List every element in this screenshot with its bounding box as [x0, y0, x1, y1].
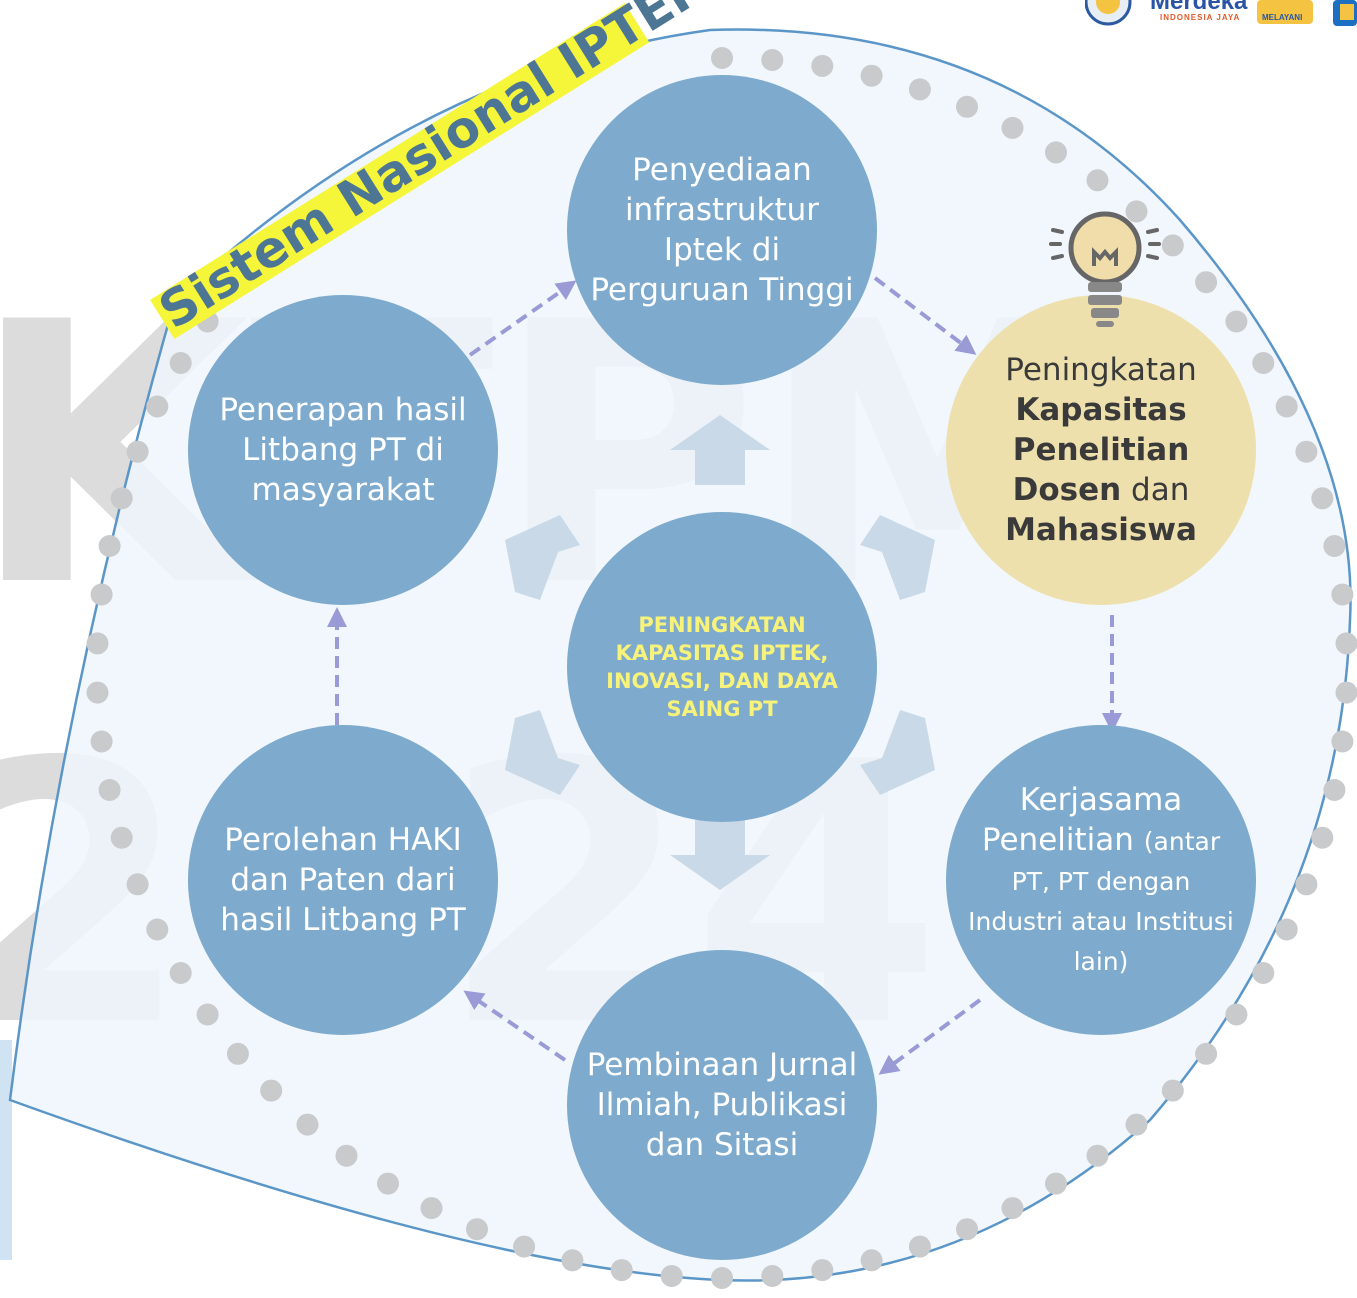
ring-dot [561, 1249, 584, 1272]
ring-dot [610, 1259, 633, 1282]
ring-dot [1125, 200, 1148, 223]
logo-strip [1085, 0, 1357, 26]
research-capacity-bold2: Mahasiswa [1005, 512, 1197, 548]
research-capacity-pre: Peningkatan [1005, 352, 1197, 388]
ring-dot [98, 779, 121, 801]
ring-dot [860, 64, 883, 87]
ring-dot [1001, 116, 1024, 139]
ring-dot [377, 1172, 399, 1195]
ring-dot [98, 535, 121, 557]
ring-dot [86, 632, 109, 655]
node-ip-patent-label: Perolehan HAKI dan Paten dari hasil Litb… [220, 822, 466, 938]
ring-dot [1045, 141, 1067, 164]
flow-arrows [327, 276, 1122, 1075]
ring-dot [1275, 395, 1298, 418]
dotted-ring [86, 47, 1357, 1289]
ring-dot [86, 681, 109, 704]
ring-dot [660, 1265, 683, 1287]
ring-dot [1311, 487, 1334, 510]
ring-dot [226, 1042, 249, 1065]
ring-dot [1323, 535, 1346, 557]
ring-dot [126, 440, 149, 463]
node-journal: Pembinaan Jurnal Ilmiah, Publikasi dan S… [567, 950, 877, 1260]
ring-dot [1252, 962, 1275, 984]
node-infrastructure-label: Penyediaan infrastruktur Iptek di Pergur… [590, 152, 854, 308]
ring-dot [860, 1249, 883, 1272]
ring-dot [1295, 873, 1318, 896]
ring-dot [761, 49, 784, 71]
ring-dot [1195, 1042, 1218, 1065]
lightbulb-icon [1049, 211, 1161, 327]
ring-dot [1252, 352, 1275, 374]
ring-dot [1331, 583, 1354, 606]
logo-melayani-sub: MELAYANI [1262, 13, 1303, 22]
logo-badge-2 [1257, 0, 1313, 24]
left-edge-bar [0, 1040, 12, 1260]
ring-dot [1045, 1172, 1067, 1195]
ring-dot [169, 962, 192, 984]
title-band: Sistem Nasional IPTEK [149, 0, 717, 340]
ring-dot [1335, 632, 1357, 655]
ring-dot [335, 1144, 358, 1167]
ring-dot [908, 1235, 931, 1258]
node-application: Penerapan hasil Litbang PT di masyarakat [188, 295, 498, 605]
center-arrows [505, 415, 935, 890]
ring-dot [260, 1079, 283, 1102]
ring-dot [90, 583, 113, 606]
node-research-capacity: Peningkatan Kapasitas Penelitian Dosen d… [946, 295, 1256, 605]
ring-dot [761, 1265, 784, 1287]
ring-dot [90, 730, 113, 753]
research-capacity-mid: dan [1131, 472, 1190, 508]
logo-merdeka: Merdeka [1150, 0, 1248, 15]
ring-dot [956, 95, 978, 118]
node-journal-label: Pembinaan Jurnal Ilmiah, Publikasi dan S… [586, 1047, 858, 1163]
ring-dot [196, 1003, 219, 1026]
node-center: PENINGKATAN KAPASITAS IPTEK, INOVASI, DA… [567, 512, 877, 822]
ring-dot [1225, 1003, 1248, 1026]
ring-dot [110, 826, 133, 849]
ring-dot [1195, 271, 1218, 294]
ring-dot [296, 1113, 319, 1136]
ring-dot [711, 47, 733, 69]
ring-dot [169, 352, 192, 374]
node-research-cooperation-label: Kerjasama Penelitian (antar PT, PT denga… [946, 780, 1256, 980]
node-infrastructure: Penyediaan infrastruktur Iptek di Pergur… [567, 75, 877, 385]
ring-dot [146, 918, 169, 941]
node-research-capacity-label: Peningkatan Kapasitas Penelitian Dosen d… [946, 350, 1256, 550]
ring-dot [1311, 826, 1334, 849]
node-research-cooperation: Kerjasama Penelitian (antar PT, PT denga… [946, 725, 1256, 1035]
ring-dot [1086, 169, 1109, 192]
ring-dot [1125, 1113, 1148, 1136]
ring-dot [1331, 730, 1354, 753]
ring-dot [811, 54, 834, 77]
ring-dot [956, 1218, 978, 1241]
logo-merdeka-sub: INDONESIA JAYA [1160, 13, 1241, 22]
research-capacity-bold: Kapasitas Penelitian Dosen [1012, 392, 1190, 508]
ring-dot [1086, 1144, 1109, 1167]
ring-dot [1295, 440, 1318, 463]
ring-dot [1161, 234, 1184, 257]
cooperation-sub: (antar PT, PT dengan Industri atau Insti… [968, 827, 1234, 976]
ring-dot [1335, 681, 1357, 704]
ring-dot [1001, 1197, 1024, 1220]
node-ip-patent: Perolehan HAKI dan Paten dari hasil Litb… [188, 725, 498, 1035]
cooperation-main: Kerjasama Penelitian [981, 782, 1183, 858]
ring-dot [1323, 779, 1346, 801]
ring-dot [711, 1267, 733, 1289]
ring-dot [811, 1259, 834, 1282]
ring-dot [420, 1197, 443, 1220]
center-label: PENINGKATAN KAPASITAS IPTEK, INOVASI, DA… [606, 613, 838, 721]
ring-dot [1225, 310, 1248, 333]
ring-dot [126, 873, 149, 896]
ring-dot [908, 78, 931, 101]
ring-dot [466, 1218, 488, 1241]
ring-dot [1161, 1079, 1184, 1102]
ring-dot [1275, 918, 1298, 941]
ring-dot [110, 487, 133, 510]
title-highlight [150, 3, 650, 340]
node-application-label: Penerapan hasil Litbang PT di masyarakat [219, 392, 467, 508]
ring-dot [146, 395, 169, 418]
ring-dot [513, 1235, 536, 1258]
